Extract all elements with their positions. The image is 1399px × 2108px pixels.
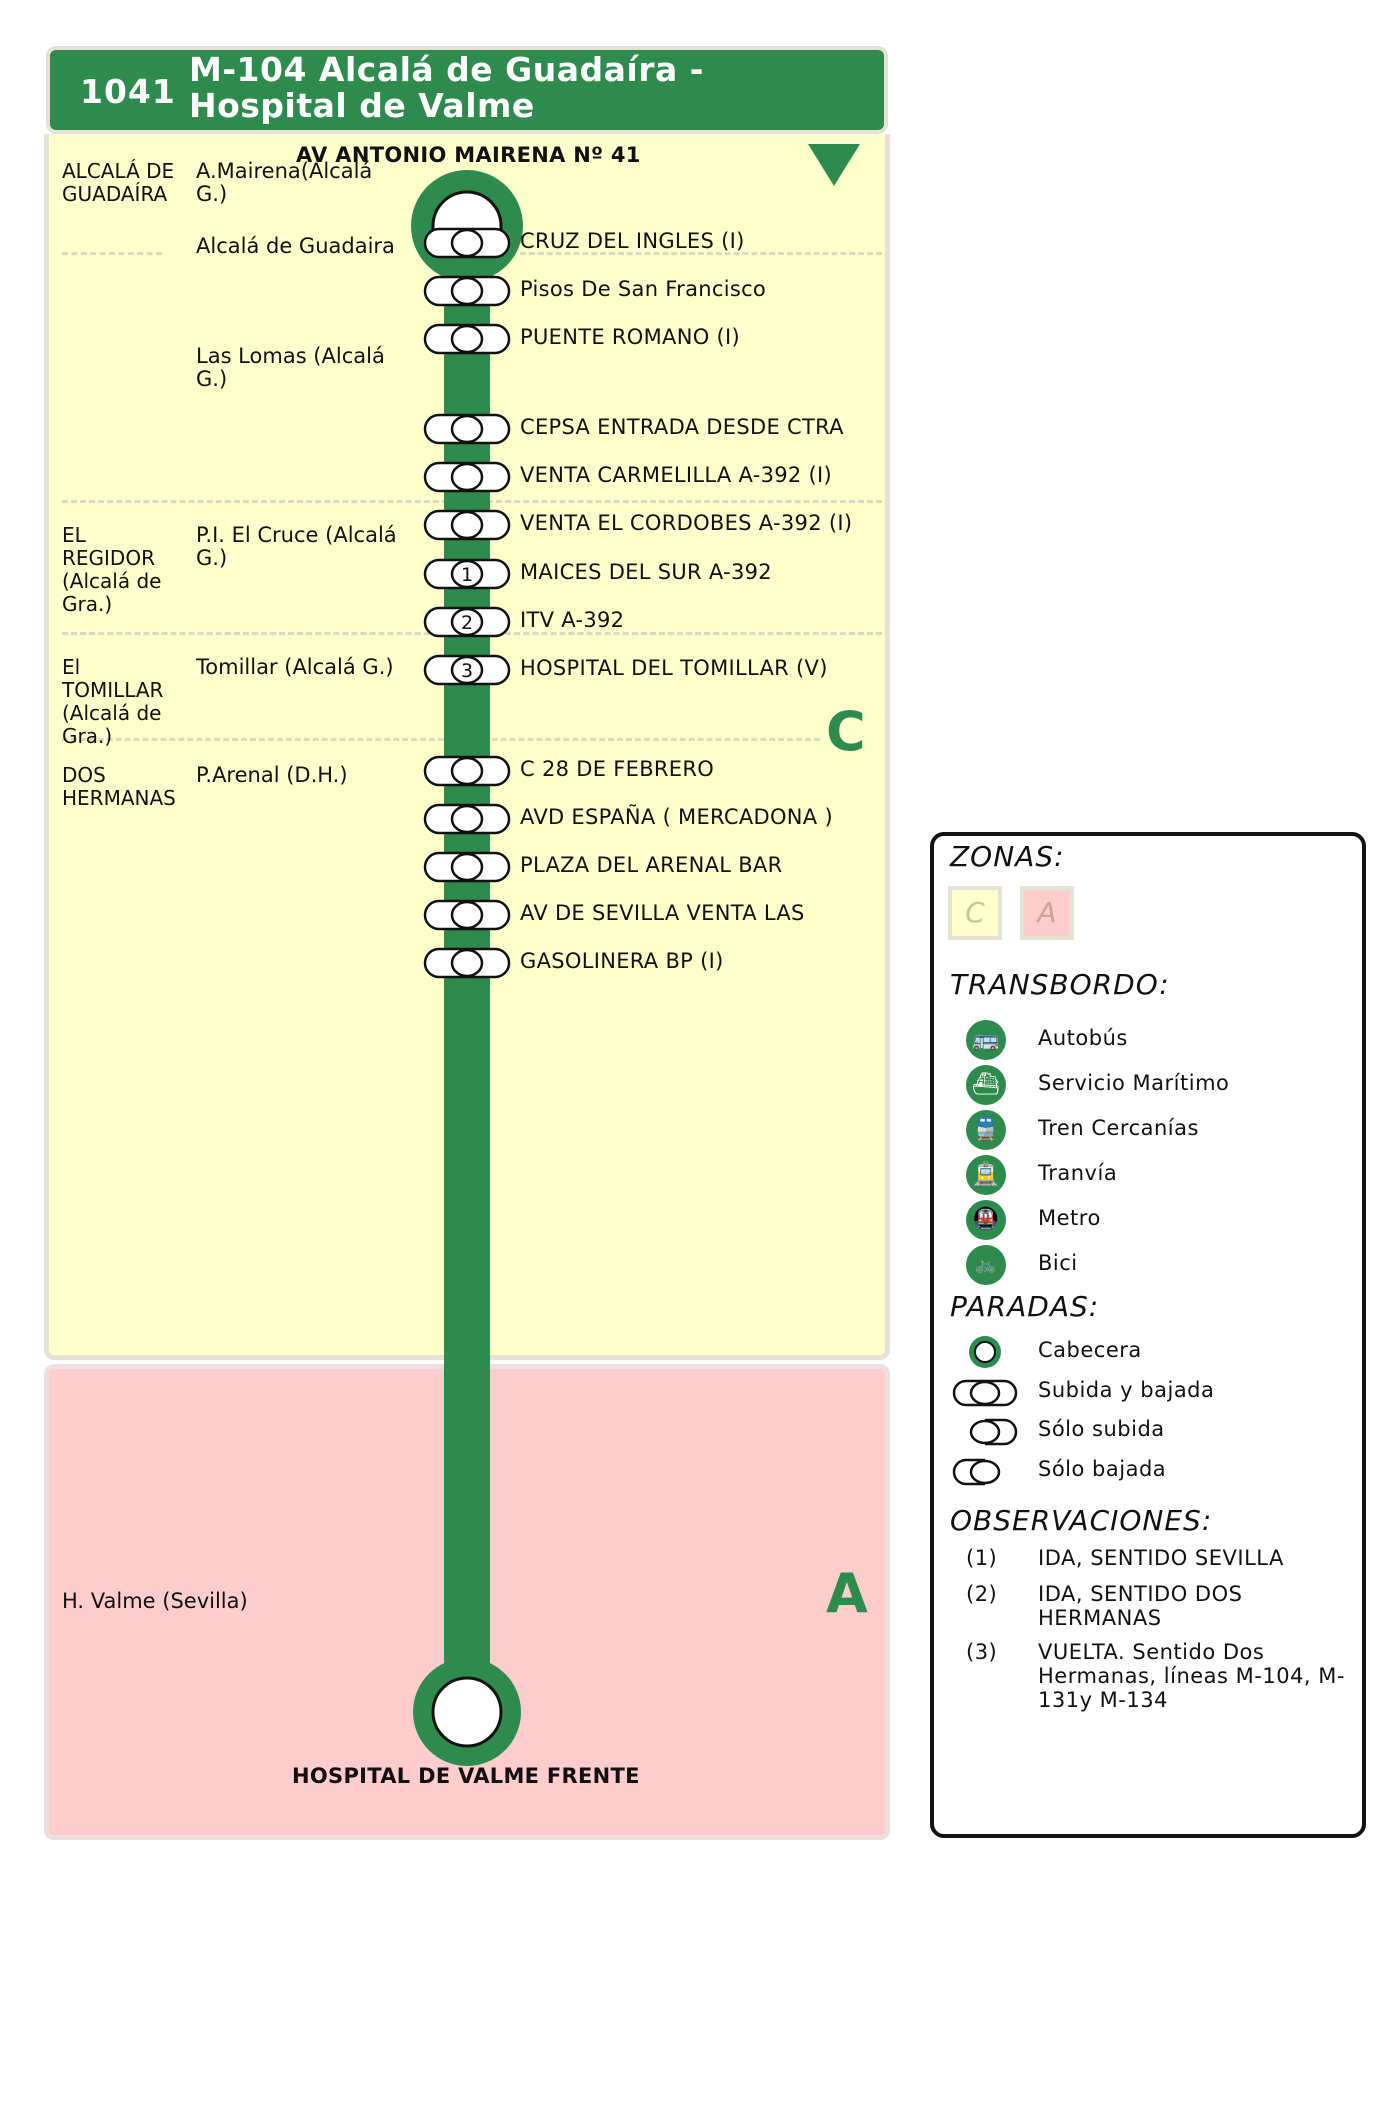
stop-symbol-icon	[423, 803, 511, 835]
legend-transbordo-label: Bici	[1038, 1251, 1078, 1275]
legend-transbordo-label: Tren Cercanías	[1038, 1116, 1199, 1140]
stop-symbol-icon	[423, 227, 511, 259]
municipality-label: EL REGIDOR (Alcalá de Gra.)	[62, 523, 162, 616]
stop-note-number: 2	[461, 612, 473, 634]
stop-label: AVD ESPAÑA ( MERCADONA )	[520, 805, 833, 829]
train-icon: 🚆	[966, 1110, 1006, 1150]
stop-label: C 28 DE FEBRERO	[520, 757, 715, 781]
area-label: Alcalá de Guadaira	[196, 234, 395, 258]
line-title: M-104 Alcalá de Guadaíra - Hospital de V…	[189, 50, 704, 125]
observacion-number: (3)	[966, 1640, 998, 1664]
area-label: Tomillar (Alcalá G.)	[196, 655, 394, 679]
stop-label: VENTA EL CORDOBES A-392 (I)	[520, 511, 853, 535]
separator	[62, 738, 820, 741]
legend-stop-symbols	[952, 1336, 1018, 1486]
legend-parada-label: Sólo bajada	[1038, 1457, 1167, 1481]
metro-icon: 🚇	[966, 1200, 1006, 1240]
area-label: Las Lomas (Alcalá G.)	[196, 344, 385, 391]
legend-transbordo-label: Servicio Marítimo	[1038, 1071, 1230, 1095]
stop-label: AV DE SEVILLA VENTA LAS	[520, 901, 805, 925]
line-code: 1041	[80, 72, 176, 111]
zone-c-letter: C	[826, 700, 866, 763]
area-label: P.Arenal (D.H.)	[196, 763, 348, 787]
stop-symbol-icon	[423, 323, 511, 355]
legend-parada-label: Subida y bajada	[1038, 1378, 1215, 1402]
stop-note-number: 3	[461, 660, 473, 682]
observacion-text: IDA, SENTIDO DOS HERMANAS	[1038, 1582, 1243, 1630]
solo-bajada-icon	[952, 1458, 1001, 1486]
legend-parada-label: Sólo subida	[1038, 1417, 1165, 1441]
legend-transbordo-label: Tranvía	[1038, 1161, 1118, 1185]
bike-icon: 🚲	[966, 1245, 1006, 1285]
stop-label: GASOLINERA BP (I)	[520, 949, 724, 973]
cabecera-icon	[969, 1336, 1001, 1368]
stop-label: Pisos De San Francisco	[520, 277, 767, 301]
stop-symbol-icon	[423, 947, 511, 979]
stop-symbol-icon	[423, 509, 511, 541]
separator	[62, 252, 162, 255]
route-header	[46, 46, 888, 134]
destination-terminal-icon	[413, 1658, 521, 1766]
legend-paradas-title: PARADAS:	[950, 1290, 1100, 1323]
tram-icon: 🚊	[966, 1155, 1006, 1195]
stop-note-number: 1	[461, 564, 473, 586]
stop-label: CEPSA ENTRADA DESDE CTRA	[520, 415, 844, 439]
legend-transbordo-label: Metro	[1038, 1206, 1101, 1230]
bus-icon: 🚌	[966, 1020, 1006, 1060]
stop-symbol-icon	[423, 755, 511, 787]
municipality-label: ALCALÁ DE GUADAÍRA	[62, 159, 175, 206]
stop-symbol-icon	[423, 275, 511, 307]
legend-observaciones-title: OBSERVACIONES:	[950, 1504, 1213, 1537]
stop-symbol-icon: 1	[423, 558, 511, 590]
observacion-text: IDA, SENTIDO SEVILLA	[1038, 1546, 1284, 1570]
area-label: P.I. El Cruce (Alcalá G.)	[196, 523, 397, 570]
area-label: H. Valme (Sevilla)	[62, 1589, 248, 1613]
legend-zone-c: C	[948, 886, 1002, 940]
origin-stop-label: AV ANTONIO MAIRENA Nº 41	[296, 143, 641, 167]
observacion-number: (2)	[966, 1582, 998, 1606]
direction-arrow-icon	[808, 144, 860, 186]
origin-terminal-icon	[411, 170, 523, 282]
legend-zonas-title: ZONAS:	[950, 840, 1065, 873]
stop-label: CRUZ DEL INGLES (I)	[520, 229, 745, 253]
zone-a-letter: A	[826, 1562, 868, 1625]
stop-label: PUENTE ROMANO (I)	[520, 325, 740, 349]
stop-symbol-icon	[423, 461, 511, 493]
subida-bajada-icon	[952, 1379, 1018, 1407]
stop-symbol-icon: 3	[423, 654, 511, 686]
solo-subida-icon	[969, 1418, 1018, 1446]
stop-label: PLAZA DEL ARENAL BAR	[520, 853, 783, 877]
destination-stop-label: HOSPITAL DE VALME FRENTE	[292, 1764, 640, 1788]
legend-transbordo-title: TRANSBORDO:	[950, 968, 1170, 1001]
stop-label: MAICES DEL SUR A-392	[520, 560, 772, 584]
stop-label: HOSPITAL DEL TOMILLAR (V)	[520, 656, 828, 680]
observacion-text: VUELTA. Sentido Dos Hermanas, líneas M-1…	[1038, 1640, 1345, 1712]
stop-symbol-icon	[423, 851, 511, 883]
ferry-icon: ⛴	[966, 1065, 1006, 1105]
municipality-label: DOS HERMANAS	[62, 763, 176, 810]
legend-transbordo-label: Autobús	[1038, 1026, 1128, 1050]
stop-label: ITV A-392	[520, 608, 625, 632]
legend-parada-label: Cabecera	[1038, 1338, 1142, 1362]
stop-symbol-icon	[423, 899, 511, 931]
observacion-number: (1)	[966, 1546, 998, 1570]
area-label: A.Mairena(Alcalá G.)	[196, 159, 373, 206]
stop-symbol-icon	[423, 413, 511, 445]
stop-label: VENTA CARMELILLA A-392 (I)	[520, 463, 833, 487]
stop-symbol-icon: 2	[423, 606, 511, 638]
municipality-label: El TOMILLAR (Alcalá de Gra.)	[62, 655, 164, 748]
legend-zone-a: A	[1020, 886, 1074, 940]
separator	[520, 252, 882, 255]
legend-panel	[930, 832, 1366, 1838]
